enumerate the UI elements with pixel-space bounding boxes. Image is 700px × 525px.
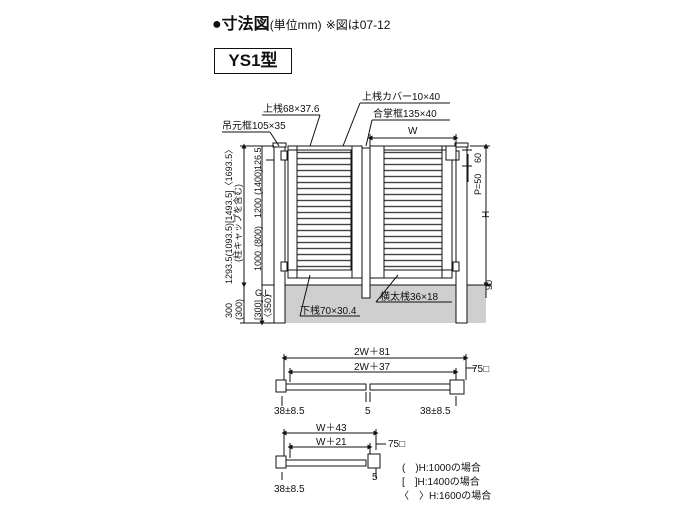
bottom-rail-label: 下桟70×30.4 (300, 304, 357, 317)
plan-double-right-offset: 38±8.5 (420, 406, 451, 417)
plan-single-left-offset: 38±8.5 (274, 484, 305, 495)
width-w-label: W (408, 126, 418, 137)
plan-double-inner: 2W＋37 (354, 362, 391, 373)
meeting-frame-label: 合掌框135×40 (373, 107, 437, 120)
left-leaf-louver (296, 149, 352, 271)
legend-h1400: [ ]H:1400の場合 (402, 475, 480, 488)
dim-1400-label: (1400) (253, 169, 263, 195)
hinge-frame-label: 吊元框105×35 (222, 119, 286, 132)
latch-block (445, 145, 457, 161)
height-total-label: 1293.5(1093.5)[1493.5]〈1693.5〉 (224, 145, 234, 284)
dim-300b-label: (300) (234, 299, 244, 320)
plan-single-post: 75□ (388, 439, 405, 450)
hinge-bottom-left (280, 261, 288, 272)
model-badge: YS1型 (214, 48, 292, 74)
top-rail-cover-label: 上桟カバー10×40 (362, 90, 441, 103)
cap-note-label: (柱キャップを含む) (232, 184, 243, 262)
plan-double-post: 75□ (472, 364, 489, 375)
plan-single-overall: W＋43 (316, 423, 347, 434)
legend-h1600: 〈 〉H:1600の場合 (399, 489, 491, 502)
plan-double-overall: 2W＋81 (354, 347, 391, 358)
dim-126-5-label: 126.5 (253, 147, 263, 170)
right-post-cap (454, 142, 469, 148)
plan-double-gap: 5 (365, 406, 371, 417)
right-leaf-louver (383, 149, 443, 271)
right-post (455, 145, 468, 324)
dim-90-label: 90 (484, 280, 494, 290)
plan-single-gap: 5 (372, 472, 378, 483)
dim-300-label: 300 (224, 303, 234, 318)
plan-single-inner: W＋21 (316, 437, 347, 448)
figure-note: ※図は07-12 (325, 18, 391, 32)
hinge-bottom-right (452, 261, 460, 272)
unit-text: (単位mm) (269, 18, 322, 32)
gl-label: G.L. (255, 288, 272, 298)
height-h-label: H (481, 211, 492, 218)
hinge-top-left (280, 150, 288, 161)
page-title: ●寸法図(単位mm)※図は07-12 (212, 10, 390, 34)
plan-single-left-post (275, 455, 287, 469)
plan-left-leaf (285, 383, 367, 391)
bullet-icon: ● (212, 16, 222, 33)
legend-h1000: ( )H:1000の場合 (402, 461, 481, 474)
drop-rod (361, 147, 371, 299)
plan-left-post (275, 379, 287, 393)
plan-double-gate (275, 354, 476, 406)
left-post (273, 145, 286, 324)
dim-1200-label: 1200 (253, 198, 263, 218)
plan-right-post (449, 379, 465, 395)
ground-hatch (274, 285, 486, 323)
plan-single-gate (275, 429, 386, 480)
dim-60-label: 60 (473, 153, 483, 163)
dim-1000-label: 1000 (253, 251, 263, 271)
plan-single-leaf (285, 459, 367, 467)
dim-300c-label: [300] (253, 300, 263, 320)
left-post-cap (272, 142, 287, 148)
meeting-frame-right (369, 145, 385, 279)
front-elevation (222, 102, 492, 326)
cross-rail-label: 横太桟36×18 (380, 290, 439, 303)
plan-double-left-offset: 38±8.5 (274, 406, 305, 417)
meeting-frame-left (351, 145, 363, 279)
dim-800-label: (800) (253, 226, 263, 247)
pitch-label: P=50 (473, 174, 483, 195)
top-rail-label: 上桟68×37.6 (263, 102, 320, 115)
title-text: 寸法図 (221, 16, 270, 33)
plan-single-right-post (367, 453, 381, 469)
plan-right-leaf (369, 383, 451, 391)
dim-350-label: 〈350〉 (263, 289, 273, 322)
